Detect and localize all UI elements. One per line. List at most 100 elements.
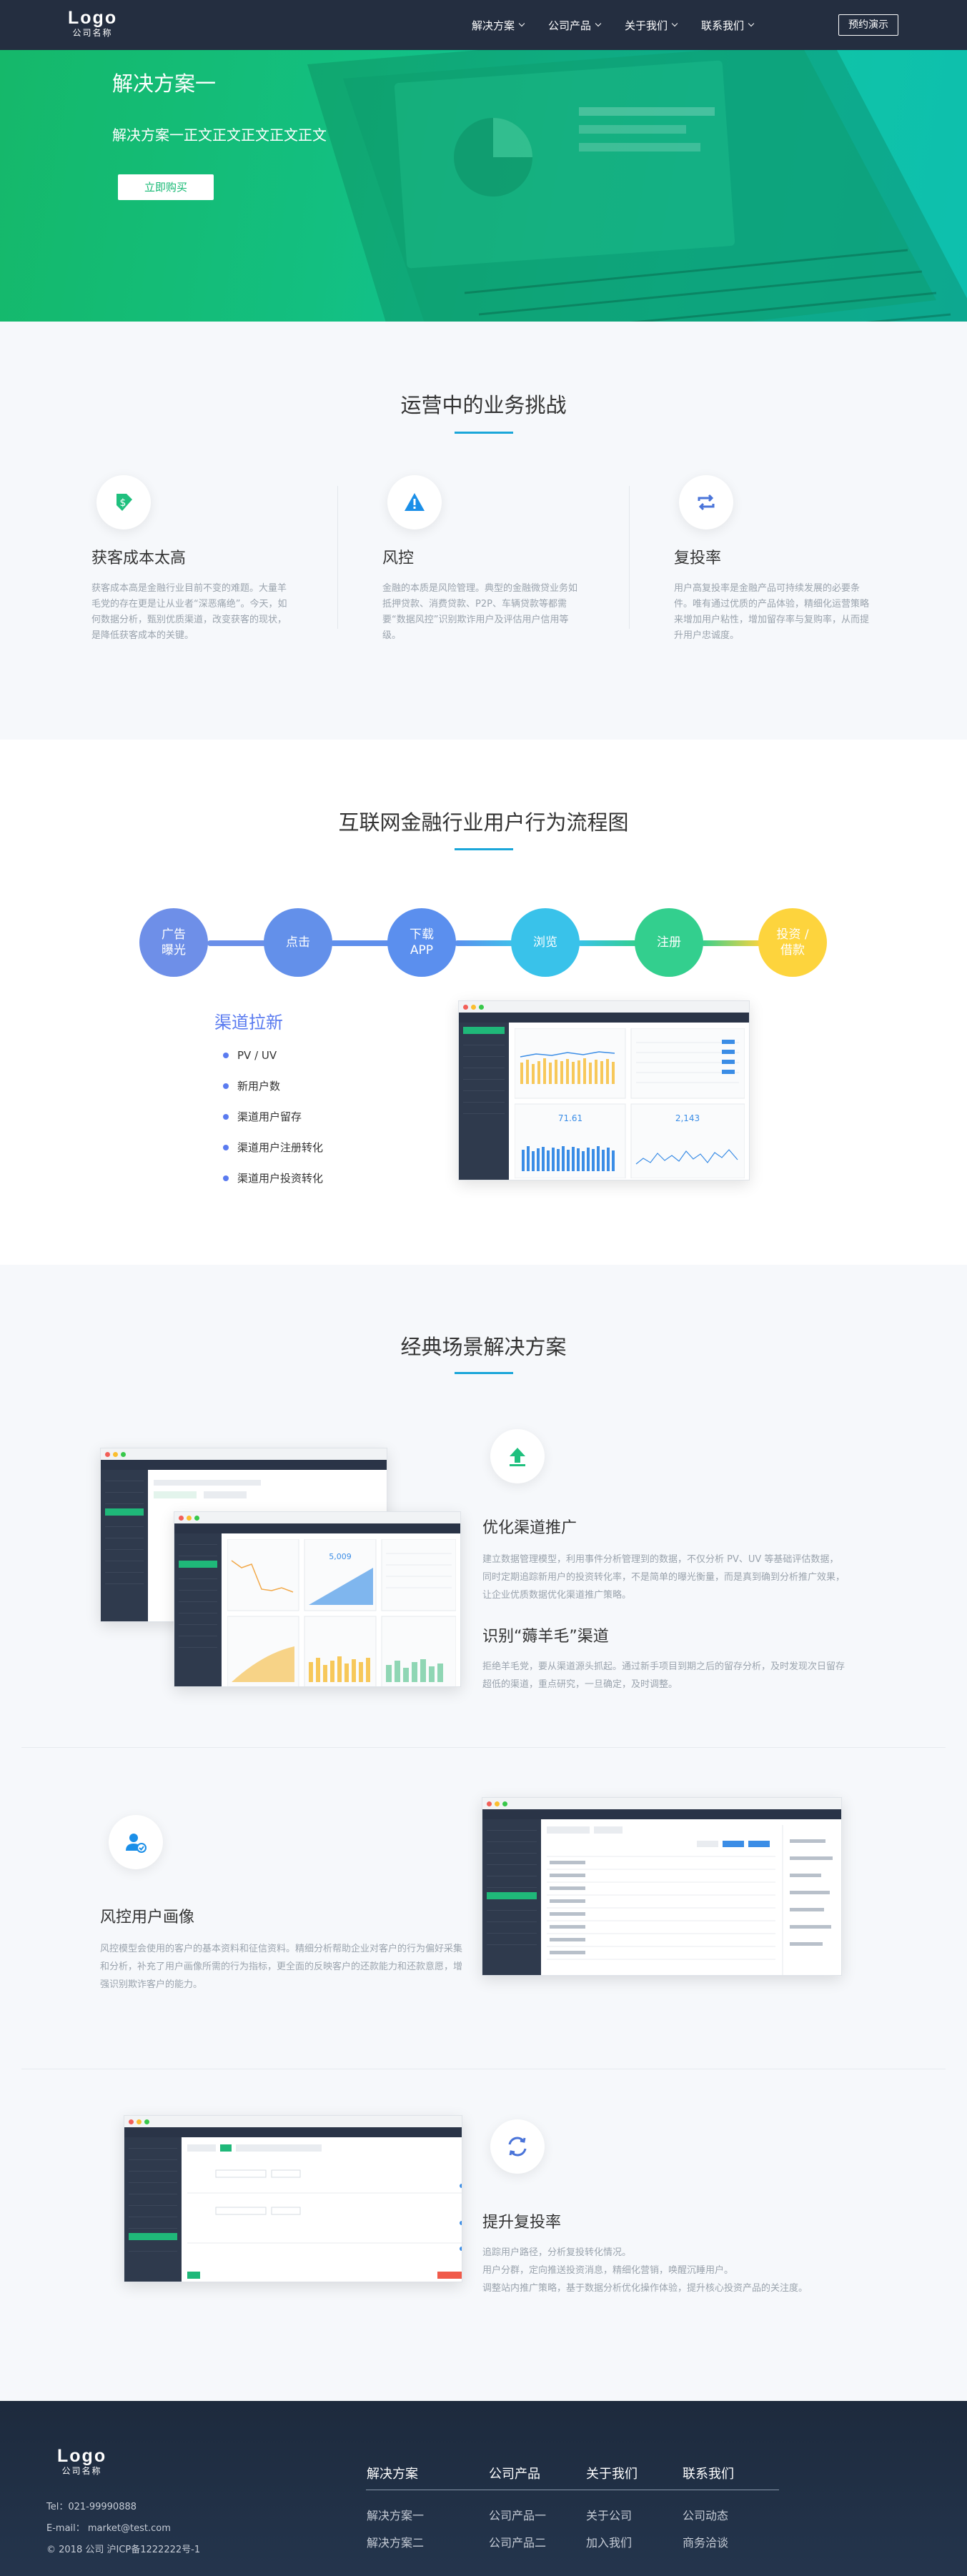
scene-title: 提升复投率 [482,2214,562,2232]
laptop-illustration [307,50,967,322]
challenge-card: 风控 金融的本质是风险管理。典型的金融微贷业务如抵押贷款、消费贷款、P2P、车辆… [382,475,633,644]
book-demo-button[interactable]: 预约演示 [838,14,898,36]
copyright: © 2018 公司 沪ICP备1222222号-1 [46,2545,201,2555]
mock-number: 71.61 [558,1113,582,1123]
buy-now-button[interactable]: 立即购买 [118,174,214,200]
footer-link[interactable]: 公司动态 [683,2509,729,2522]
scene-text: 风控模型会使用的客户的基本资料和征信资料。精细分析帮助企业对客户的行为偏好采集和… [100,1944,463,1990]
footer-heading: 关于我们 [586,2467,638,2482]
nav-item-products[interactable]: 公司产品 [548,18,602,33]
challenge-card: $ 获客成本太高 获客成本高是金融行业目前不变的难题。大量羊毛党的存在更是让从业… [91,475,342,644]
scene-text: 拒绝羊毛党，要从渠道源头抓起。通过新手项目到期之后的留存分析，及时发现次日留存超… [482,1661,845,1690]
svg-text:$: $ [120,497,127,509]
dashboard-charts: 5,009 [227,1538,457,1686]
chevron-down-icon [518,20,525,27]
list-item: 渠道用户留存 [223,1110,323,1140]
nav-item-contact[interactable]: 联系我们 [701,18,755,33]
hero-subtitle: 解决方案一正文正文正文正文正文 [112,126,327,144]
list-item: 渠道用户投资转化 [223,1171,323,1202]
scene-title: 优化渠道推广 [482,1519,577,1537]
footer-link[interactable]: 公司产品二 [489,2536,547,2550]
main-nav: 解决方案 公司产品 关于我们 联系我们 [472,0,778,50]
divider [337,486,338,629]
scene-text: 建立数据管理模型，利用事件分析管理到的数据，不仅分析 PV、UV 等基础评估数据… [482,1554,845,1601]
logo-text: Logo [68,8,118,28]
challenge-title: 复投率 [674,549,722,567]
funnel-settings [187,2144,462,2279]
flow-step-browse: 浏览 [511,908,580,977]
logo[interactable]: Logo 公司名称 [68,9,117,39]
nav-label: 解决方案 [472,19,515,32]
hero-title: 解决方案一 [112,71,217,96]
section-title: 互联网金融行业用户行为流程图 [338,810,629,835]
nav-item-solutions[interactable]: 解决方案 [472,18,525,33]
contact-info: Tel：021-99990888 E-mail： market@test.com… [46,2497,200,2561]
footer-link[interactable]: 关于公司 [586,2509,633,2522]
footer-link[interactable]: 公司产品一 [489,2509,547,2522]
nav-label: 联系我们 [701,19,745,32]
upload-arrow-icon [490,1429,545,1483]
risk-dashboard-screenshot [482,1797,842,1976]
top-navbar: Logo 公司名称 解决方案 公司产品 关于我们 联系我们 预约演示 [0,0,967,50]
section-title: 经典场景解决方案 [400,1335,567,1359]
nav-label: 关于我们 [625,19,668,32]
flow-step-register: 注册 [635,908,703,977]
scene-title: 风控用户画像 [100,1909,195,1926]
divider [629,486,630,629]
footer-column-products: 公司产品 公司产品一 公司产品二 [489,2464,546,2550]
flow-connector [330,940,391,946]
logo-company-name: 公司名称 [72,28,113,38]
footer: Logo 公司名称 Tel：021-99990888 E-mail： marke… [0,2401,967,2576]
section-title: 运营中的业务挑战 [400,393,567,417]
logo-company-name: 公司名称 [61,2466,102,2476]
scene-text: 追踪用户路径，分析复投转化情况。 用户分群，定向推送投资消息，精细化营销，唤醒沉… [482,2247,808,2294]
channel-title: 渠道拉新 [214,1013,283,1033]
dashboard-charts: 71.61 2,143 [514,1028,745,1179]
footer-link[interactable]: 解决方案二 [367,2536,425,2550]
email-address: E-mail： market@test.com [46,2523,171,2534]
challenge-title: 风控 [382,549,415,567]
mock-number: 2,143 [675,1113,700,1123]
flow-step-invest-loan: 投资 / 借款 [758,908,827,977]
title-underline [455,848,513,850]
footer-link[interactable]: 加入我们 [586,2536,633,2550]
footer-column-contact: 联系我们 公司动态 商务洽谈 [683,2464,734,2550]
footer-heading: 联系我们 [683,2467,734,2482]
list-item: 新用户数 [223,1079,323,1110]
footer-column-solutions: 解决方案 解决方案一 解决方案二 [367,2464,424,2550]
challenge-text: 获客成本高是金融行业目前不变的难题。大量羊毛党的存在更是让从业者“深恶痛绝”。今… [91,583,287,641]
footer-heading: 公司产品 [489,2467,540,2482]
footer-link[interactable]: 解决方案一 [367,2509,425,2522]
divider [21,1747,946,1748]
warning-icon [387,475,442,529]
scene-subtitle: 识别“薅羊毛”渠道 [482,1628,609,1646]
chevron-down-icon [671,20,678,27]
hero-banner: 解决方案一 解决方案一正文正文正文正文正文 立即购买 [0,50,967,322]
logo-text: Logo [57,2446,107,2466]
cycle-arrows-icon [490,2119,545,2174]
footer-column-about: 关于我们 关于公司 加入我们 [586,2464,638,2550]
chevron-down-icon [595,20,602,27]
flow-connector [455,940,515,946]
dollar-tag-icon: $ [96,475,151,529]
flow-connector [577,940,638,946]
classic-scenarios-section: 经典场景解决方案 5,009 [0,1265,967,2401]
challenge-text: 金融的本质是风险管理。典型的金融微贷业务如抵押贷款、消费贷款、P2P、车辆贷款等… [382,583,578,641]
user-shield-icon [109,1815,163,1869]
dashboard-screenshot: 71.61 2,143 [458,1000,750,1180]
challenge-card: 复投率 用户高复投率是金融产品可持续发展的必要条件。唯有通过优质的产品体验，精细… [674,475,924,644]
mock-number: 5,009 [329,1552,352,1561]
nav-item-about[interactable]: 关于我们 [625,18,678,33]
title-underline [455,432,513,434]
list-item: PV / UV [223,1048,323,1079]
phone-number: Tel：021-99990888 [46,2502,137,2512]
channel-metrics-list: PV / UV 新用户数 渠道用户留存 渠道用户注册转化 渠道用户投资转化 [223,1048,323,1202]
footer-link[interactable]: 商务洽谈 [683,2536,729,2550]
flow-connector [207,940,268,946]
footer-heading: 解决方案 [367,2467,418,2482]
footer-logo[interactable]: Logo 公司名称 [57,2447,106,2477]
business-challenges-section: 运营中的业务挑战 $ 获客成本太高 获客成本高是金融行业目前不变的难题。大量羊毛… [0,322,967,740]
screenshot-front: 5,009 [174,1511,461,1687]
flow-step-ad-exposure: 广告 曝光 [139,908,208,977]
user-table [547,1825,833,1975]
